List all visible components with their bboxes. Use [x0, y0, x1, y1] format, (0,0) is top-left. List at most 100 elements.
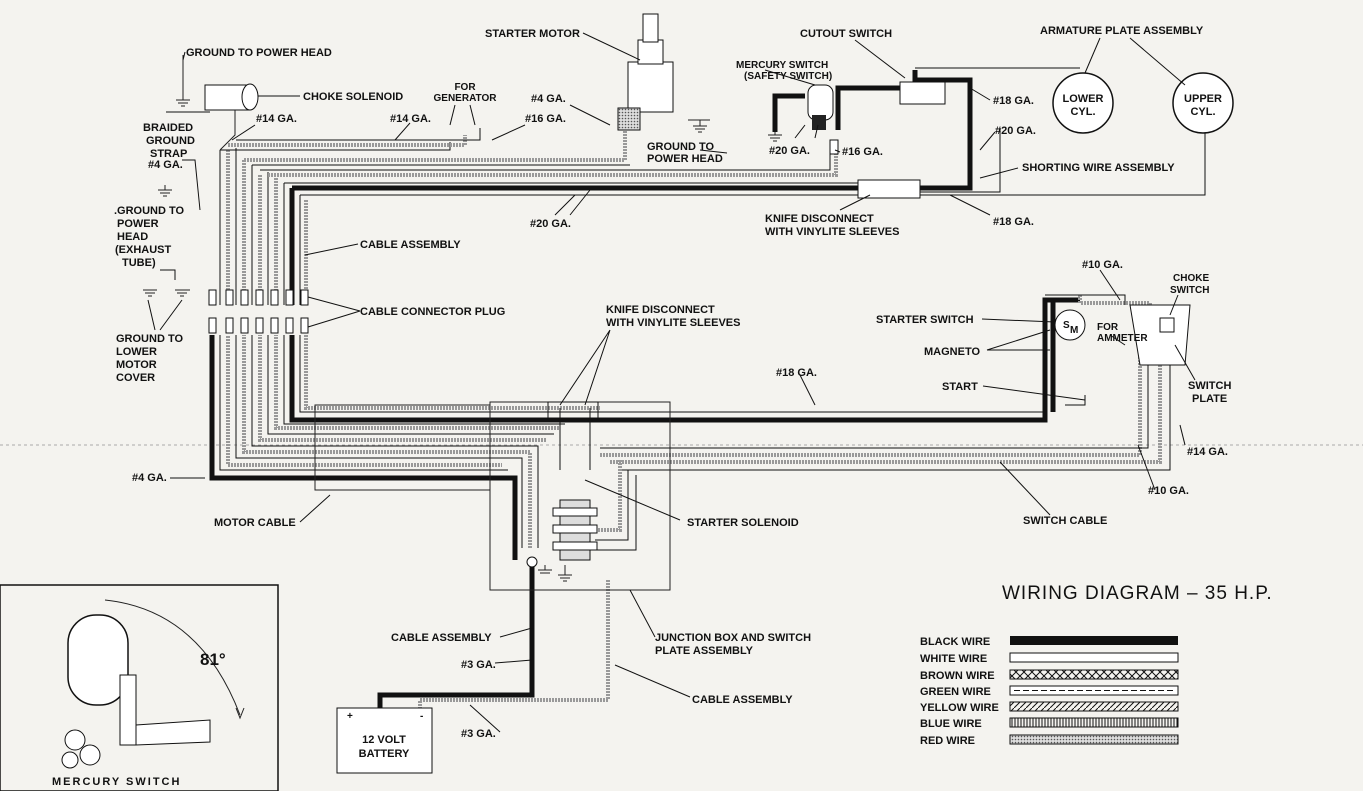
label-for-ammeter-1: FOR	[1097, 322, 1119, 333]
label-gauge-14b: #14 GA.	[390, 113, 431, 125]
battery: + - 12 VOLT BATTERY	[336, 707, 433, 774]
label-gauge-20a: #20 GA.	[995, 125, 1036, 137]
mercury-switch-top	[807, 84, 839, 155]
label-gauge-16b: #16 GA.	[842, 146, 883, 158]
ground-symbols	[143, 55, 782, 582]
label-braided-1: BRAIDED	[143, 122, 193, 134]
upper-cyl-coil	[1172, 72, 1234, 134]
label-gauge-4b: #4 GA.	[132, 472, 167, 484]
legend-swatch-blue	[1009, 717, 1179, 728]
svg-text:S: S	[1063, 320, 1070, 331]
label-gauge-10b: #10 GA.	[1148, 485, 1189, 497]
switch-plate: S M	[1054, 304, 1191, 366]
label-cable-assembly: CABLE ASSEMBLY	[360, 239, 461, 251]
label-knife-top-1: KNIFE DISCONNECT	[765, 213, 874, 225]
label-switch-plate-1: SWITCH	[1188, 380, 1231, 392]
label-cable-assembly-br: CABLE ASSEMBLY	[692, 694, 793, 706]
legend-swatch-white	[1009, 652, 1179, 663]
mercury-switch-inset: 81° MERCURY SWITCH	[0, 584, 279, 791]
label-ground-exhaust-5: TUBE)	[122, 257, 156, 269]
svg-text:-: -	[420, 711, 423, 722]
label-ground-exhaust-4: (EXHAUST	[115, 244, 172, 256]
label-ground-exhaust-2: POWER	[117, 218, 159, 230]
labels: STARTER MOTOR CUTOUT SWITCH ARMATURE PLA…	[114, 25, 1231, 740]
label-start: START	[942, 381, 978, 393]
label-ground-lower-4: COVER	[116, 372, 155, 384]
label-knife-mid-2: WITH VINYLITE SLEEVES	[606, 317, 740, 329]
label-choke-switch-2: SWITCH	[1170, 285, 1209, 296]
label-switch-cable: SWITCH CABLE	[1023, 515, 1107, 527]
label-upper-cyl-2: CYL.	[1190, 106, 1215, 118]
label-for-ammeter-2: AMMETER	[1097, 333, 1148, 344]
label-gauge-3b: #3 GA.	[461, 728, 496, 740]
label-gauge-18a: #18 GA.	[993, 95, 1034, 107]
label-knife-mid-1: KNIFE DISCONNECT	[606, 304, 715, 316]
legend-label-blue: BLUE WIRE	[920, 718, 982, 730]
label-shorting-wire: SHORTING WIRE ASSEMBLY	[1022, 162, 1175, 174]
inset-caption: MERCURY SWITCH	[52, 776, 181, 788]
legend-label-brown: BROWN WIRE	[920, 670, 995, 682]
label-gauge-20c: #20 GA.	[530, 218, 571, 230]
legend: BLACK WIRE WHITE WIRE BROWN WIRE GREEN W…	[920, 636, 1179, 747]
label-cable-assembly-bl: CABLE ASSEMBLY	[391, 632, 492, 644]
legend-swatch-red	[1009, 734, 1179, 745]
legend-label-white: WHITE WIRE	[920, 653, 987, 665]
label-ground-lower-2: LOWER	[116, 346, 157, 358]
label-ground-lower-3: MOTOR	[116, 359, 157, 371]
label-junction-1: JUNCTION BOX AND SWITCH	[655, 632, 811, 644]
label-braided-3: STRAP	[150, 148, 187, 160]
label-for-generator-2: GENERATOR	[434, 93, 498, 104]
legend-label-red: RED WIRE	[920, 735, 975, 747]
label-gauge-14a: #14 GA.	[256, 113, 297, 125]
leader-lines	[147, 32, 1196, 733]
label-gauge-3a: #3 GA.	[461, 659, 496, 671]
starter-motor	[617, 13, 674, 131]
svg-text:M: M	[1070, 325, 1078, 336]
legend-label-green: GREEN WIRE	[920, 686, 991, 698]
legend-swatch-yellow	[1009, 701, 1179, 712]
label-ground-power-head-top: GROUND TO POWER HEAD	[186, 47, 332, 59]
label-ground-mid-1: GROUND TO	[647, 141, 714, 153]
label-lower-cyl-2: CYL.	[1070, 106, 1095, 118]
label-magneto: MAGNETO	[924, 346, 980, 358]
label-gauge-14c: #14 GA.	[1187, 446, 1228, 458]
lower-cyl-coil	[1052, 72, 1114, 134]
diagram-title: WIRING DIAGRAM – 35 H.P.	[1002, 583, 1273, 604]
label-cutout-switch: CUTOUT SWITCH	[800, 28, 892, 40]
label-braided-4: #4 GA.	[148, 159, 183, 171]
label-ground-lower-1: GROUND TO	[116, 333, 183, 345]
legend-swatch-brown	[1009, 669, 1179, 680]
label-ground-mid-2: POWER HEAD	[647, 153, 723, 165]
label-gauge-18c: #18 GA.	[776, 367, 817, 379]
label-braided-2: GROUND	[146, 135, 195, 147]
label-starter-motor: STARTER MOTOR	[485, 28, 580, 40]
angle-label: 81°	[200, 650, 226, 669]
label-armature-plate: ARMATURE PLATE ASSEMBLY	[1040, 25, 1204, 37]
label-choke-solenoid: CHOKE SOLENOID	[303, 91, 403, 103]
legend-swatch-black	[1010, 636, 1178, 645]
battery-label-2: BATTERY	[359, 748, 410, 760]
label-switch-plate-2: PLATE	[1192, 393, 1227, 405]
knife-disconnect-top	[857, 179, 921, 199]
label-ground-exhaust-3: HEAD	[117, 231, 148, 243]
label-ground-exhaust-1: .GROUND TO	[114, 205, 185, 217]
label-junction-2: PLATE ASSEMBLY	[655, 645, 754, 657]
label-starter-switch: STARTER SWITCH	[876, 314, 974, 326]
cutout-switch	[899, 81, 946, 105]
label-gauge-16a: #16 GA.	[525, 113, 566, 125]
label-motor-cable: MOTOR CABLE	[214, 517, 296, 529]
choke-solenoid	[204, 83, 259, 151]
legend-label-black: BLACK WIRE	[920, 636, 990, 648]
label-cable-connector: CABLE CONNECTOR PLUG	[360, 306, 505, 318]
label-starter-solenoid: STARTER SOLENOID	[687, 517, 799, 529]
label-lower-cyl-1: LOWER	[1063, 93, 1104, 105]
label-upper-cyl-1: UPPER	[1184, 93, 1222, 105]
label-gauge-4a: #4 GA.	[531, 93, 566, 105]
label-knife-top-2: WITH VINYLITE SLEEVES	[765, 226, 899, 238]
label-gauge-10a: #10 GA.	[1082, 259, 1123, 271]
label-mercury-switch-1: MERCURY SWITCH	[736, 60, 828, 71]
label-for-generator-1: FOR	[454, 82, 476, 93]
legend-swatch-green	[1009, 685, 1179, 696]
starter-solenoid	[526, 499, 598, 568]
